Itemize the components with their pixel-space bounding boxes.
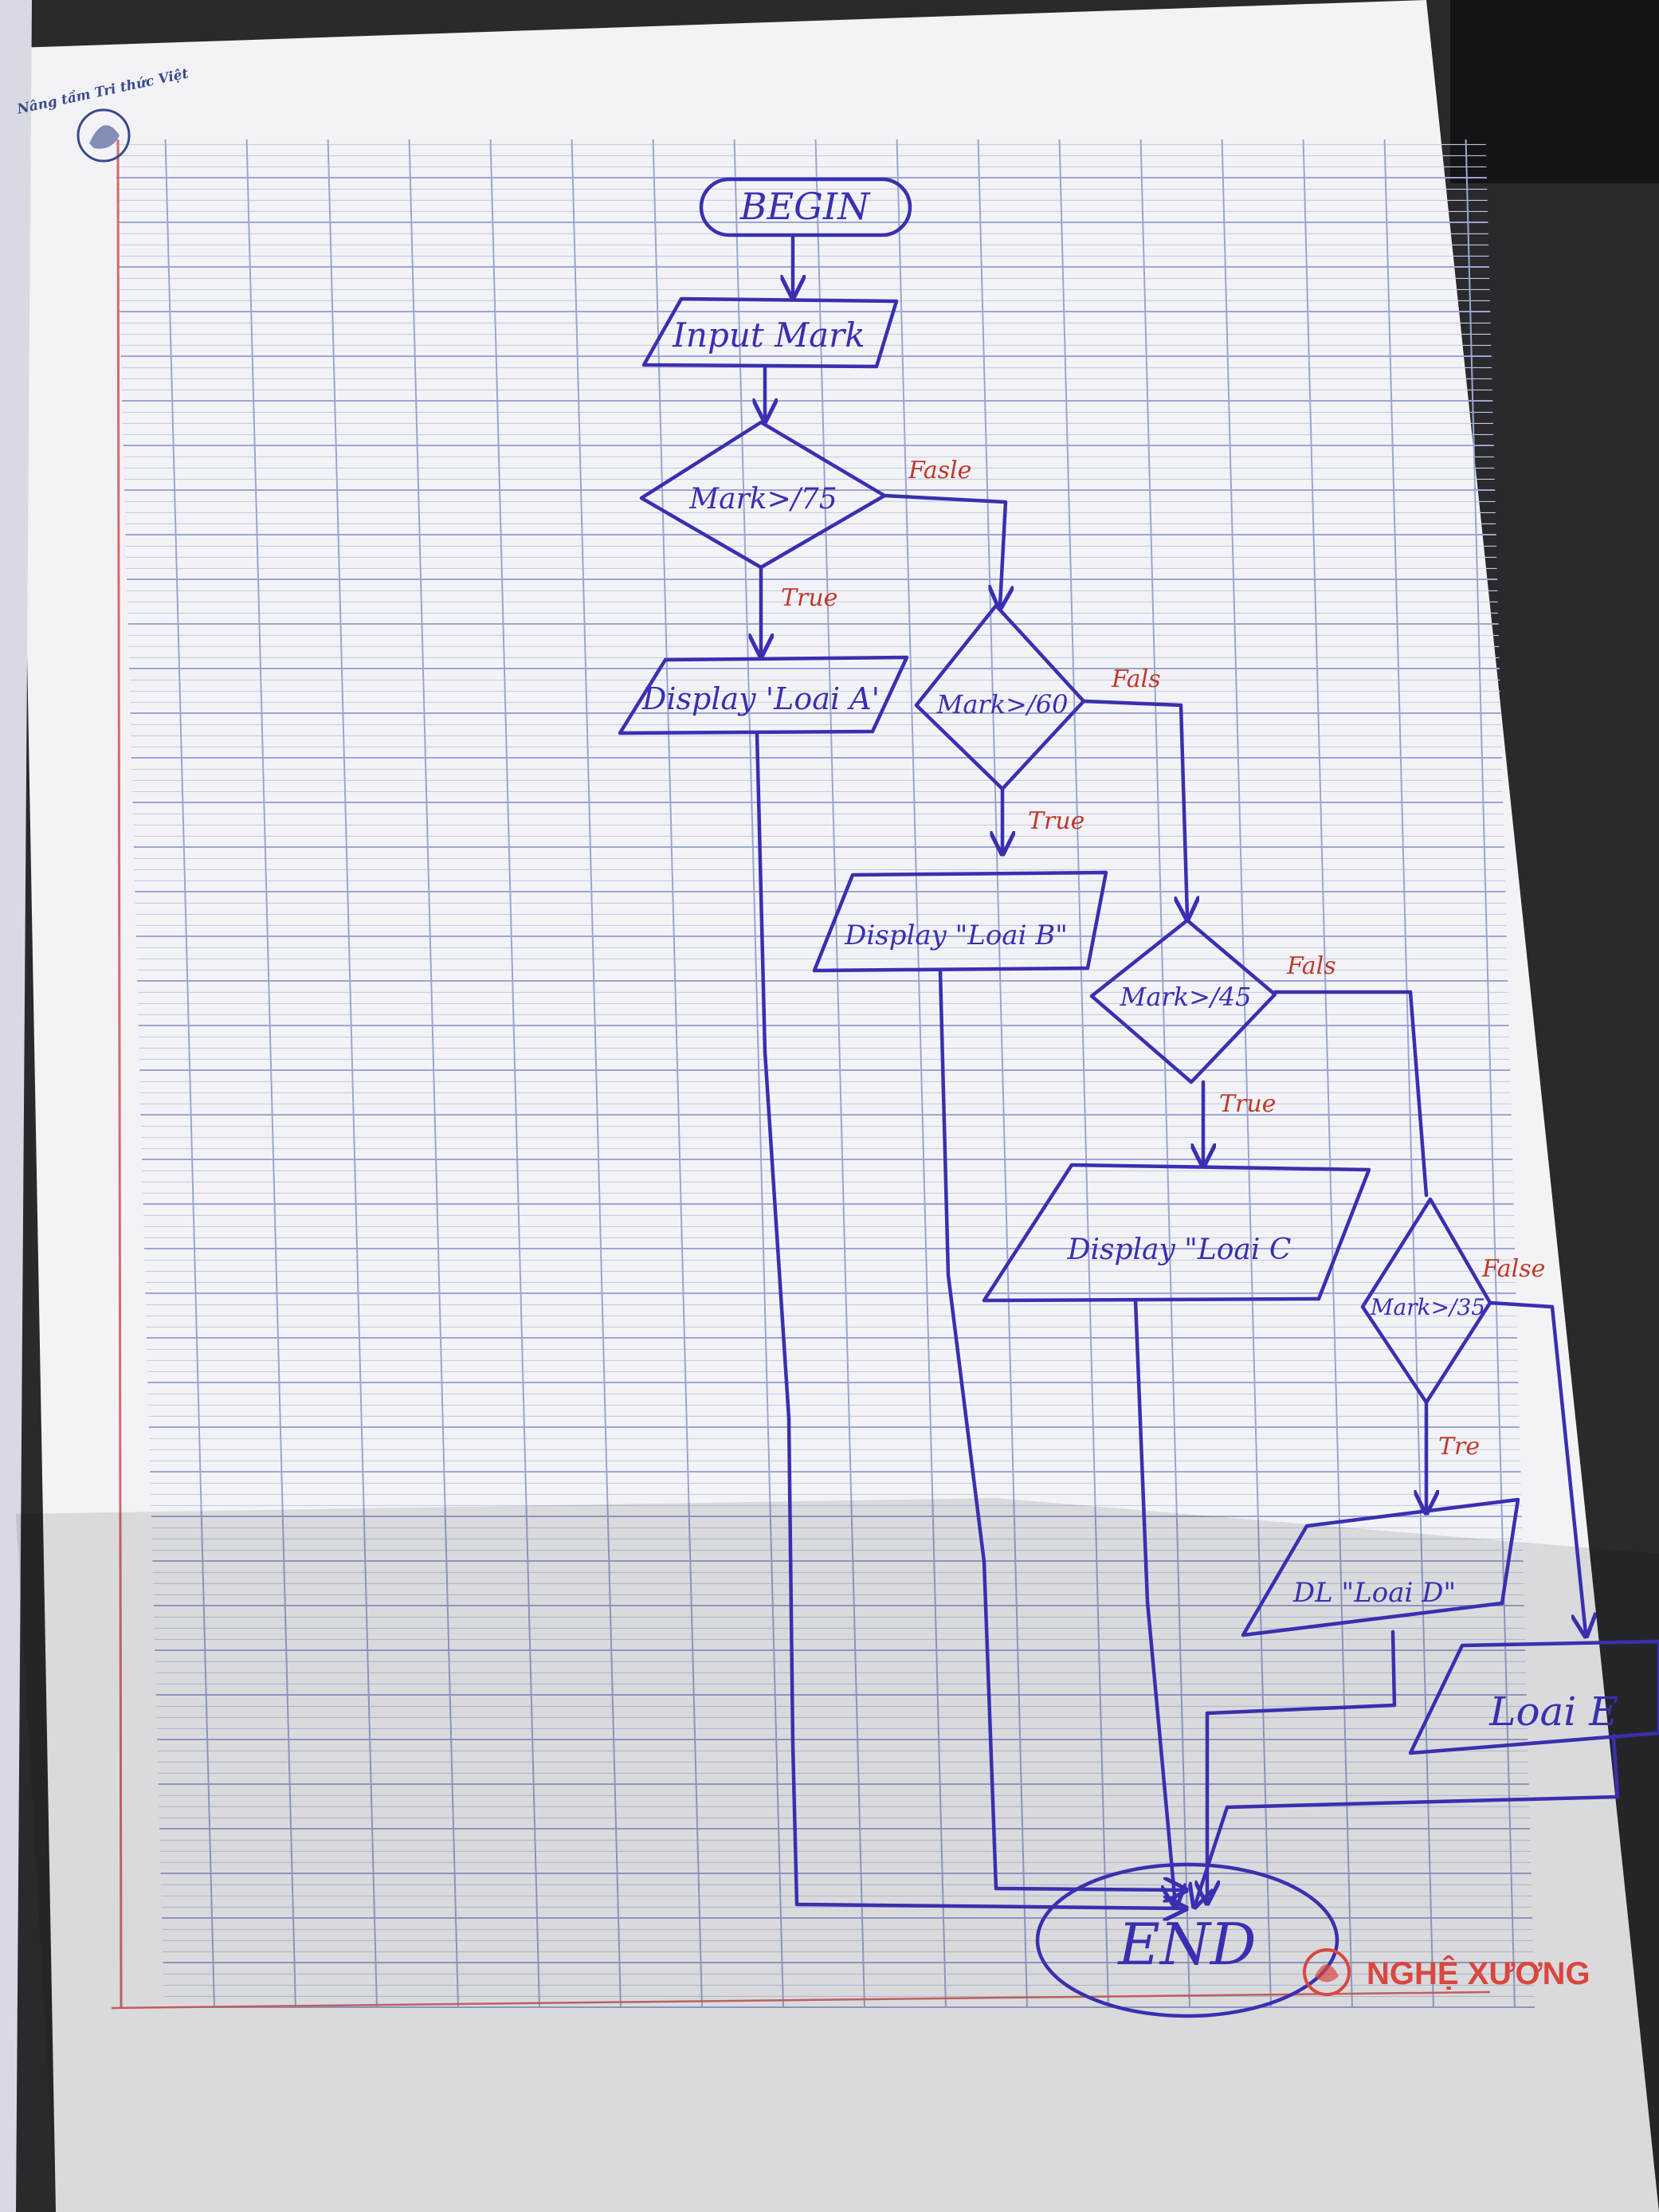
end-terminal <box>1035 1862 1339 2018</box>
arrow-d1-false <box>882 493 1006 606</box>
margin-line <box>116 139 123 2009</box>
output-a-label: Display 'Loai A' <box>641 681 880 716</box>
brand-logo-icon <box>1303 1948 1351 1996</box>
logo-mark-icon <box>89 125 120 149</box>
brand-mark: NGHỆ XƯƠNG <box>1303 1948 1590 1996</box>
output-c-label: Display "Loai C <box>1067 1233 1292 1266</box>
flow-c-to-end <box>1133 1298 1175 1904</box>
d2-true-label: True <box>1028 807 1084 835</box>
flow-b-to-end <box>938 968 1183 1890</box>
decision-3-label: Mark>/45 <box>1120 982 1252 1012</box>
input-mark-label: Input Mark <box>672 316 865 355</box>
output-e-box <box>1408 1639 1659 1755</box>
decision-4-label: Mark>/35 <box>1370 1294 1485 1320</box>
decision-1-label: Mark>/75 <box>688 483 837 516</box>
d3-true-label: True <box>1219 1090 1276 1118</box>
begin-label: BEGIN <box>739 185 871 228</box>
decision-3-diamond <box>1089 918 1277 1084</box>
output-d-label: DL "Loai D" <box>1292 1577 1456 1609</box>
flowchart: BEGIN Input Mark Mark>/75 True Fasle Dis… <box>618 177 1659 2018</box>
d3-false-label: Fals <box>1286 952 1336 980</box>
arrow-d2-false <box>1081 699 1187 916</box>
output-e-label: Loai E <box>1488 1688 1618 1735</box>
end-label: END <box>1116 1911 1256 1978</box>
output-d-box <box>1241 1497 1520 1637</box>
output-b-box <box>812 870 1108 973</box>
d4-true-label: Tre <box>1438 1433 1480 1461</box>
begin-terminal <box>699 177 912 237</box>
output-b-label: Display "Loai B" <box>844 920 1068 951</box>
output-c-box <box>982 1163 1371 1303</box>
input-mark-box <box>641 296 899 369</box>
flow-e-to-end <box>1195 1733 1620 1904</box>
decision-2-label: Mark>/60 <box>936 689 1069 720</box>
arrow-d3-false <box>1273 990 1429 1198</box>
d2-false-label: Fals <box>1111 665 1161 693</box>
d1-false-label: Fasle <box>908 457 971 484</box>
flow-d-to-end <box>1207 1630 1397 1900</box>
brand-name: NGHỆ XƯƠNG <box>1367 1955 1590 1991</box>
d4-false-label: False <box>1481 1255 1545 1283</box>
output-a-box <box>618 655 909 735</box>
arrow-d4-false <box>1488 1300 1586 1634</box>
bottom-line <box>111 1990 1491 2010</box>
flow-a-to-end <box>755 731 1183 1908</box>
d1-true-label: True <box>781 584 837 612</box>
